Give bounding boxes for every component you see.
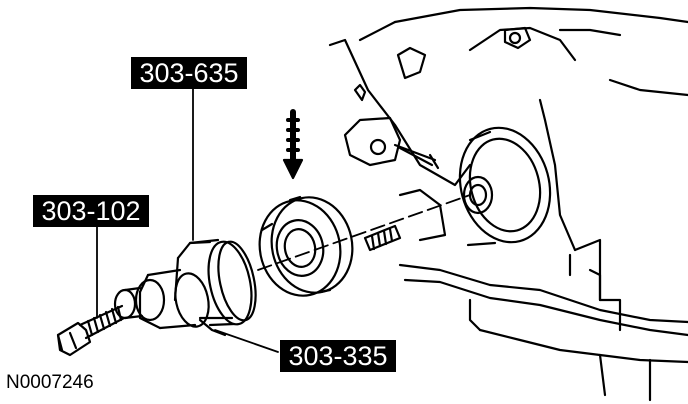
- threaded-rod-303-102: [56, 304, 126, 357]
- crankshaft-hub: [458, 126, 552, 247]
- label-303-102: 303-102: [33, 195, 149, 227]
- down-arrow-icon: [282, 109, 304, 180]
- stud-bolt: [363, 224, 402, 252]
- label-303-335: 303-335: [280, 340, 396, 372]
- crankshaft-seal: [258, 195, 354, 297]
- label-303-635: 303-635: [131, 57, 247, 89]
- installer-tool-303-635: [173, 238, 257, 327]
- leader-line-303-335: [214, 329, 279, 353]
- figure-id: N0007246: [6, 372, 94, 393]
- alignment-axis: [257, 194, 471, 271]
- engine-block: [328, 6, 688, 402]
- forcing-screw-303-335: [113, 268, 227, 337]
